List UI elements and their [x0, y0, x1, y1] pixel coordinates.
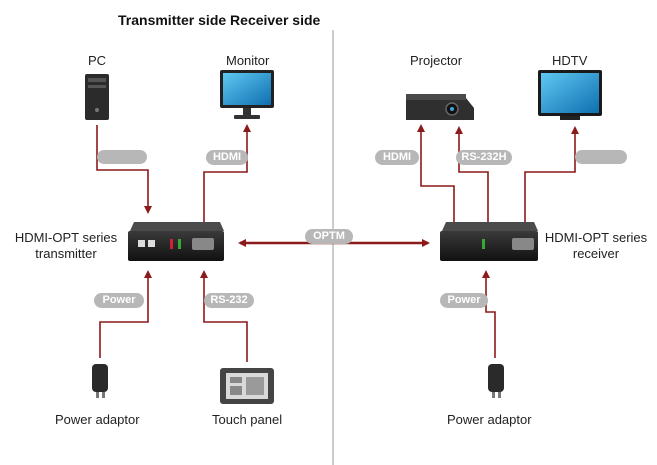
hdtv-label: HDTV — [552, 53, 588, 68]
pc-to-transmitter-line — [96, 125, 152, 214]
transmitter-label-line1: HDMI-OPT series — [14, 230, 118, 245]
power-tx-pill: Power — [94, 293, 144, 308]
diagram-title: Transmitter side Receiver side — [118, 12, 321, 28]
projector-label: Projector — [410, 53, 463, 68]
touch-panel-icon — [220, 368, 274, 404]
monitor-icon — [220, 70, 274, 119]
pc-cable-tab — [97, 150, 147, 164]
receiver-to-hdtv-line — [524, 126, 579, 222]
receiver-label-line2: receiver — [572, 246, 620, 261]
rs232-tx-pill: RS-232 — [204, 293, 254, 308]
power-adaptor-tx-label: Power adaptor — [55, 412, 140, 427]
hdtv-icon — [538, 70, 602, 120]
power-rx-line — [482, 270, 496, 358]
monitor-label: Monitor — [226, 53, 270, 68]
hdmi-rx-pill: HDMI — [375, 150, 419, 165]
receiver-label-line1: HDMI-OPT series — [544, 230, 648, 245]
receiver-device — [440, 222, 538, 261]
rs232h-pill: RS-232H — [456, 150, 512, 165]
pc-label: PC — [88, 53, 107, 68]
optm-pill: OPTM — [305, 229, 353, 244]
projector-icon — [406, 94, 474, 120]
power-adaptor-rx-label: Power adaptor — [447, 412, 532, 427]
power-tx-line — [99, 270, 152, 358]
hdtv-cable-tab — [575, 150, 627, 164]
transmitter-device — [128, 222, 224, 261]
receiver-to-projector-rs232-line — [455, 126, 489, 222]
power-rx-pill: Power — [440, 293, 488, 308]
power-adaptor-tx-icon — [92, 364, 108, 398]
transmitter-to-monitor-line — [203, 124, 251, 222]
pc-icon — [85, 74, 109, 120]
rs232-tx-line — [200, 270, 248, 362]
transmitter-label-line2: transmitter — [35, 246, 97, 261]
touch-panel-label: Touch panel — [212, 412, 283, 427]
receiver-to-projector-hdmi-line — [417, 124, 455, 222]
hdmi-tx-pill: HDMI — [206, 150, 248, 165]
power-adaptor-rx-icon — [488, 364, 504, 398]
